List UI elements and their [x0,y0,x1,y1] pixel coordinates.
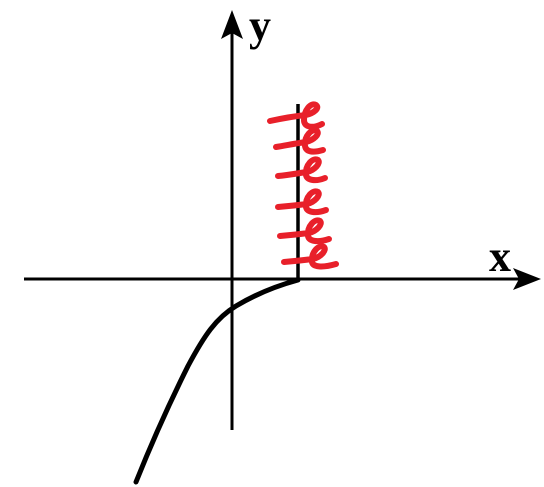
x-axis: x [24,232,541,290]
hatch-mark [267,101,325,130]
shaded-region-hatch [267,101,339,270]
function-curve [133,277,301,485]
hatch-mark [275,156,328,184]
x-axis-label: x [489,232,511,281]
hatch-mark [281,243,339,270]
y-axis-label: y [249,1,271,50]
hatch-mark [273,127,326,155]
hatch-mark [275,188,329,216]
hatch-mark [277,217,332,245]
y-axis-arrowhead [221,10,243,39]
y-axis: y [221,1,271,430]
x-axis-arrowhead [513,268,541,290]
